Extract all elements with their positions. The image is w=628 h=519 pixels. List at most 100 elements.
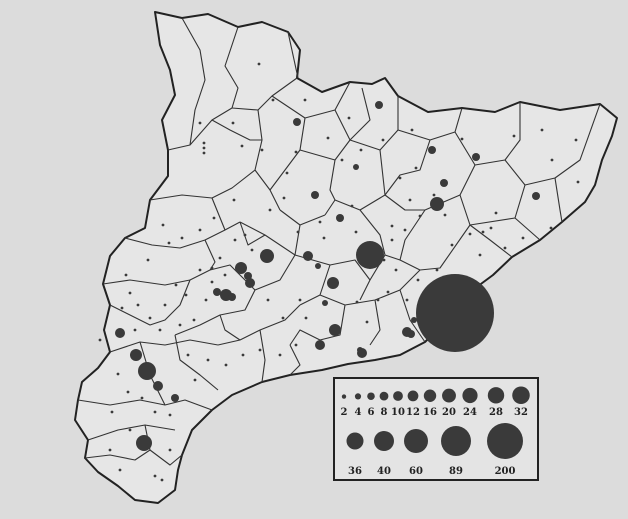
population-symbol [357, 347, 363, 353]
population-symbol [235, 262, 247, 274]
population-symbol [416, 278, 420, 282]
population-symbol [414, 166, 418, 170]
population-symbol [184, 293, 188, 297]
population-symbol [138, 362, 156, 380]
population-symbol [390, 238, 394, 242]
population-symbol [178, 323, 182, 327]
population-symbol [293, 118, 301, 126]
population-symbol [322, 300, 328, 306]
population-symbol [381, 138, 385, 142]
population-symbol [347, 116, 351, 120]
population-symbol [210, 280, 214, 284]
population-symbol [250, 248, 254, 252]
legend-value-label: 36 [348, 466, 362, 477]
population-symbol [118, 468, 122, 472]
population-symbol [327, 277, 339, 289]
population-symbol [245, 278, 255, 288]
population-symbol [435, 268, 439, 272]
legend-symbol [407, 390, 419, 402]
population-symbol [489, 226, 493, 230]
legend-symbol [393, 391, 403, 401]
population-symbol [304, 316, 308, 320]
population-symbol [257, 62, 261, 66]
population-symbol [206, 358, 210, 362]
population-symbol [376, 298, 380, 302]
population-symbol [167, 241, 171, 245]
legend-symbol [367, 392, 375, 401]
population-symbol [153, 474, 157, 478]
population-symbol [355, 300, 359, 304]
population-symbol [574, 138, 578, 142]
population-symbol [382, 258, 386, 262]
legend-value-label: 60 [409, 466, 423, 477]
population-symbol [296, 230, 300, 234]
legend-symbol [462, 387, 478, 404]
population-symbol [416, 274, 494, 352]
population-symbol [244, 272, 252, 280]
legend-symbol [374, 431, 394, 451]
legend-value-label: 40 [377, 466, 391, 477]
population-symbol [258, 348, 262, 352]
population-symbol [271, 98, 275, 102]
population-symbol [472, 153, 480, 161]
population-symbol [174, 283, 178, 287]
population-symbol [260, 249, 274, 263]
population-symbol [410, 128, 414, 132]
population-symbol [98, 338, 102, 342]
population-symbol [130, 349, 142, 361]
population-symbol [231, 121, 235, 125]
population-symbol [478, 253, 482, 257]
legend-value-label: 16 [423, 407, 437, 418]
population-symbol [108, 448, 112, 452]
population-symbol [294, 343, 298, 347]
population-symbol [213, 288, 221, 296]
population-symbol [268, 208, 272, 212]
population-symbol [116, 372, 120, 376]
population-symbol [136, 435, 152, 451]
population-symbol [212, 216, 216, 220]
population-symbol [315, 340, 325, 350]
population-symbol [340, 158, 344, 162]
population-symbol [481, 230, 485, 234]
population-symbol [115, 328, 125, 338]
population-symbol [503, 246, 507, 250]
population-symbol [303, 251, 313, 261]
population-symbol [532, 192, 540, 200]
population-symbol [193, 378, 197, 382]
population-symbol [350, 204, 354, 208]
population-symbol [298, 298, 302, 302]
population-symbol [171, 394, 179, 402]
legend-value-label: 24 [463, 407, 477, 418]
population-symbol [311, 191, 319, 199]
population-symbol [278, 353, 282, 357]
population-symbol [356, 241, 384, 269]
population-symbol [163, 303, 167, 307]
population-symbol [512, 134, 516, 138]
population-symbol [418, 214, 422, 218]
population-symbol [198, 228, 202, 232]
legend-symbol [379, 391, 389, 401]
population-symbol [124, 273, 128, 277]
population-symbol [285, 171, 289, 175]
population-symbol [440, 179, 448, 187]
legend-symbol [441, 426, 471, 456]
population-symbol [408, 198, 412, 202]
population-symbol [168, 448, 172, 452]
population-symbol [540, 128, 544, 132]
population-symbol [232, 198, 236, 202]
population-symbol [260, 148, 264, 152]
legend-symbol [442, 388, 456, 403]
population-symbol [126, 390, 130, 394]
population-symbol [160, 478, 164, 482]
legend-value-label: 20 [442, 407, 456, 418]
population-symbol [281, 316, 285, 320]
legend-value-label: 200 [495, 466, 516, 477]
population-symbol [294, 150, 298, 154]
legend-value-label: 8 [381, 407, 388, 418]
legend-symbol [487, 387, 505, 404]
legend-symbol [423, 389, 437, 402]
legend-symbol [341, 394, 347, 399]
